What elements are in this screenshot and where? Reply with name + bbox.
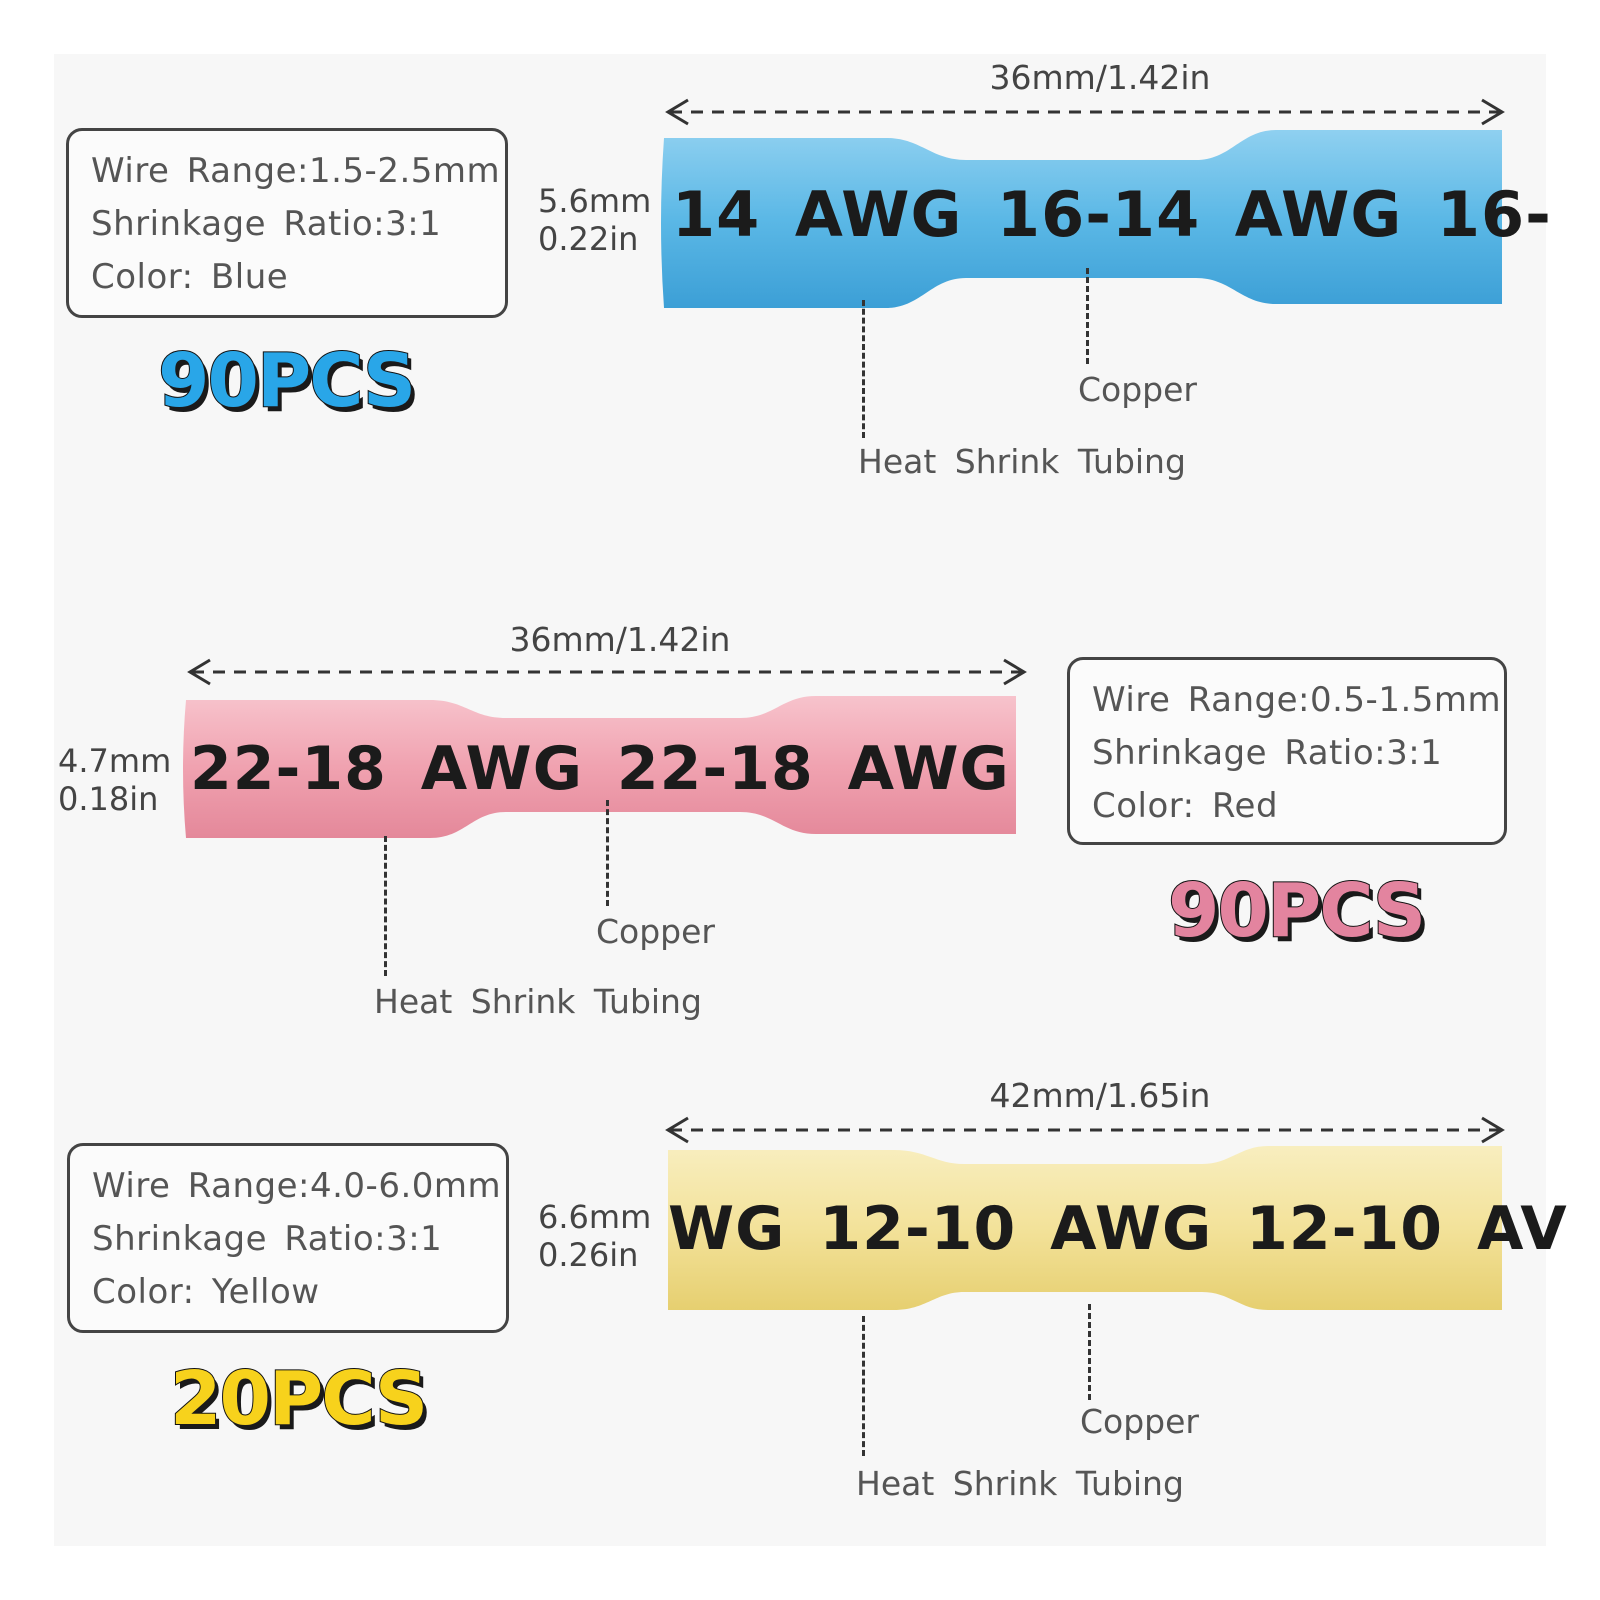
tube-shape-red <box>183 696 1016 838</box>
quantity-badge-blue: 90PCS <box>157 337 417 425</box>
spec-color: Color: Blue <box>91 257 289 297</box>
length-arrow-icon <box>665 1116 1505 1144</box>
label-copper-yellow: Copper <box>1080 1402 1199 1441</box>
length-label-blue: 36mm/1.42in <box>989 58 1211 97</box>
label-copper-red: Copper <box>596 912 715 951</box>
tube-marking-red: 22-18 AWG 22-18 AWG <box>190 734 1010 804</box>
spec-wire-range: Wire Range:1.5-2.5mm <box>91 151 501 191</box>
tube-yellow: WG 12-10 AWG 12-10 AV <box>664 1142 1567 1314</box>
label-copper-blue: Copper <box>1078 370 1197 409</box>
label-tubing-red: Heat Shrink Tubing <box>374 982 702 1021</box>
tube-blue: 14 AWG 16-14 AWG 16- <box>656 128 1551 310</box>
length-arrow-icon <box>665 98 1505 126</box>
label-tubing-yellow: Heat Shrink Tubing <box>856 1464 1184 1503</box>
diameter-in: 0.18in <box>58 780 159 818</box>
spec-shrinkage-ratio: Shrinkage Ratio:3:1 <box>1092 733 1443 773</box>
leader-line-tubing <box>384 836 387 976</box>
spec-box-red: Wire Range:0.5-1.5mm Shrinkage Ratio:3:1… <box>1067 657 1507 845</box>
tube-shape-blue <box>661 130 1502 308</box>
diameter-mm: 4.7mm <box>58 742 172 780</box>
spec-wire-range: Wire Range:4.0-6.0mm <box>92 1166 502 1206</box>
diameter-in: 0.26in <box>538 1236 639 1274</box>
leader-line-tubing <box>862 300 865 438</box>
quantity-badge-red: 90PCS <box>1167 867 1427 955</box>
diameter-mm: 6.6mm <box>538 1198 652 1236</box>
spec-box-blue: Wire Range:1.5-2.5mm Shrinkage Ratio:3:1… <box>66 128 508 318</box>
diameter-mm: 5.6mm <box>538 182 652 220</box>
spec-wire-range: Wire Range:0.5-1.5mm <box>1092 680 1502 720</box>
spec-color: Color: Red <box>1092 786 1279 826</box>
tube-marking-blue: 14 AWG 16-14 AWG 16- <box>672 178 1552 251</box>
diameter-label-red: 4.7mm 0.18in <box>58 742 171 818</box>
diameter-in: 0.22in <box>538 220 639 258</box>
leader-line-tubing <box>862 1316 865 1456</box>
tube-shape-yellow <box>668 1146 1502 1310</box>
spec-box-yellow: Wire Range:4.0-6.0mm Shrinkage Ratio:3:1… <box>67 1143 509 1333</box>
spec-shrinkage-ratio: Shrinkage Ratio:3:1 <box>92 1219 443 1259</box>
label-tubing-blue: Heat Shrink Tubing <box>858 442 1186 481</box>
spec-color: Color: Yellow <box>92 1272 320 1312</box>
leader-line-copper <box>1088 1304 1091 1400</box>
diameter-label-blue: 5.6mm 0.22in <box>538 182 651 258</box>
quantity-badge-yellow: 20PCS <box>169 1355 429 1443</box>
tube-marking-yellow: WG 12-10 AWG 12-10 AV <box>668 1194 1568 1264</box>
spec-shrinkage-ratio: Shrinkage Ratio:3:1 <box>91 204 442 244</box>
tube-red: 22-18 AWG 22-18 AWG <box>180 694 1020 840</box>
leader-line-copper <box>1086 268 1089 364</box>
length-label-yellow: 42mm/1.65in <box>989 1076 1211 1115</box>
length-label-red: 36mm/1.42in <box>509 620 731 659</box>
diameter-label-yellow: 6.6mm 0.26in <box>538 1198 651 1274</box>
length-arrow-icon <box>187 658 1027 686</box>
leader-line-copper <box>606 800 609 906</box>
